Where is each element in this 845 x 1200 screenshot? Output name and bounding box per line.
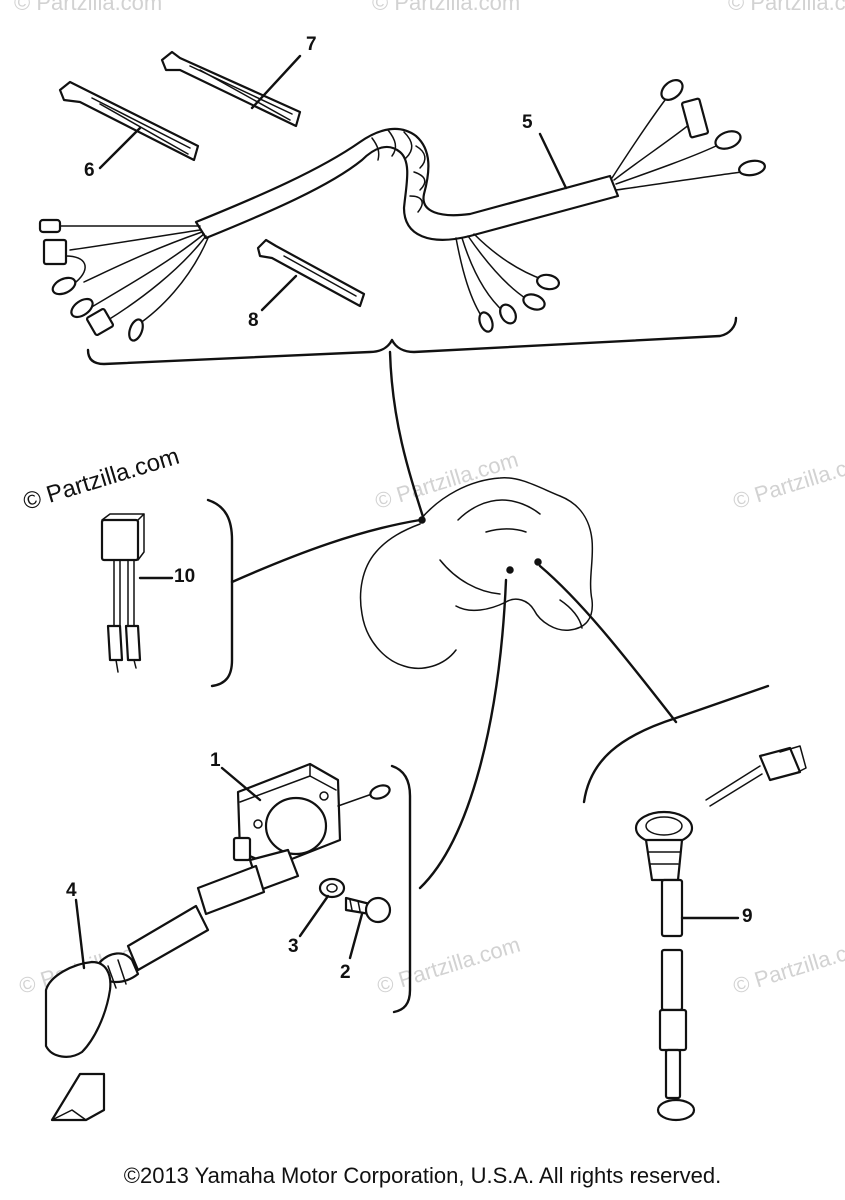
part-10-relay [100,513,145,673]
front-marker-icon [50,1072,106,1122]
callout-8: 8 [248,310,259,331]
callout-10: 10 [174,566,196,587]
leader-line [230,518,422,584]
part-10-bracket [206,498,234,688]
leader-line [418,578,508,890]
callout-8-leader [260,274,298,312]
watermark: © Partzilla.com [372,0,521,15]
callout-7: 7 [306,34,317,55]
part-9-sensor [634,745,807,1122]
part-5-wire-harness [38,79,766,342]
leader-line [388,350,426,522]
part-7-cable-tie [160,50,302,128]
callout-3-leader [298,894,330,938]
callout-4: 4 [66,880,77,901]
part-4-plug-cap [44,952,140,1058]
callout-1-leader [220,766,262,802]
copyright-notice: ©2013 Yamaha Motor Corporation, U.S.A. A… [123,1163,722,1188]
part-9-bracket [582,684,770,804]
callout-5: 5 [522,112,533,133]
watermark: © Partzilla.com [14,0,163,15]
callout-1: 1 [210,750,221,771]
callout-6-leader [98,126,142,170]
callout-2: 2 [340,962,351,983]
part-1-cdi-unit [126,762,391,972]
part-6-cable-tie [58,80,200,162]
callout-2-leader [348,912,364,960]
callout-4-leader [74,898,86,970]
part-8-cable-tie [256,238,366,308]
harness-group-bracket [86,316,738,366]
callout-5-leader [538,132,568,190]
leader-line [538,564,678,724]
motorcycle-outline [359,477,594,670]
part-3-washer [318,877,346,899]
callout-7-leader [250,54,302,110]
callout-9: 9 [742,906,753,927]
callout-3: 3 [288,936,299,957]
part-2-bolt [344,896,392,924]
callout-6: 6 [84,160,95,181]
watermark: © Partzilla.com [728,0,845,15]
cdi-group-bracket [390,764,412,1014]
